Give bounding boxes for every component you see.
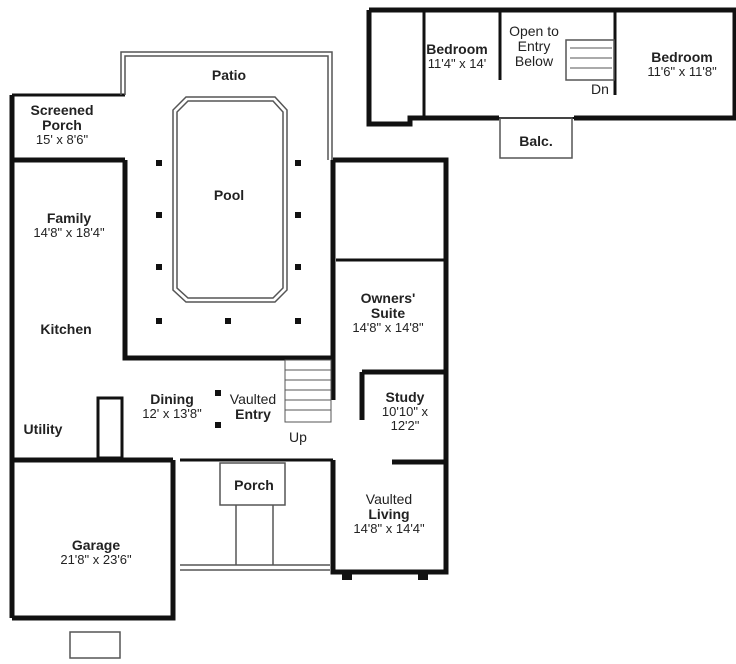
room-front-porch: Porch xyxy=(234,477,274,493)
room-bedroom-2: Bedroom 11'6" x 11'8" xyxy=(647,49,717,80)
stair-down-label: Dn xyxy=(591,81,609,97)
room-utility: Utility xyxy=(23,421,63,437)
room-pool: Pool xyxy=(213,187,245,203)
room-garage: Garage 21'8" x 23'6" xyxy=(60,537,132,568)
room-family: Family 14'8" x 18'4" xyxy=(33,210,105,241)
room-study: Study 10'10" x 12'2" xyxy=(381,389,429,434)
room-vaulted-entry: Vaulted Entry xyxy=(229,391,277,423)
room-patio: Patio xyxy=(211,67,247,83)
room-dining: Dining 12' x 13'8" xyxy=(142,391,202,422)
room-owners-suite: Owners' Suite 14'8" x 14'8" xyxy=(352,290,424,336)
room-balcony: Balc. xyxy=(519,133,553,149)
columns xyxy=(156,160,428,580)
walls xyxy=(9,7,736,621)
room-kitchen: Kitchen xyxy=(40,321,92,337)
room-screened-porch: Screened Porch 15' x 8'6" xyxy=(30,102,94,148)
room-open-to-entry: Open to Entry Below xyxy=(509,23,559,70)
stair-up-label: Up xyxy=(289,429,307,445)
room-bedroom-1: Bedroom 11'4" x 14' xyxy=(426,41,488,72)
room-vaulted-living: Vaulted Living 14'8" x 14'4" xyxy=(353,491,425,537)
patio-outline xyxy=(69,39,615,659)
stairs xyxy=(284,47,612,423)
